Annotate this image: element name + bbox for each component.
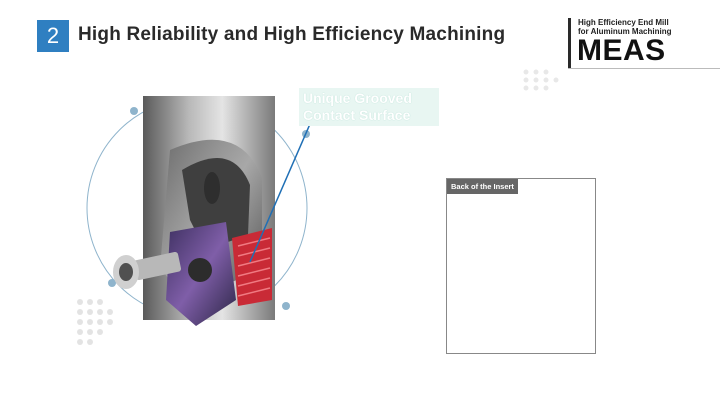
page-title: High Reliability and High Efficiency Mac… bbox=[78, 24, 506, 45]
circle-marker-dot bbox=[108, 279, 116, 287]
decorative-dots bbox=[523, 69, 559, 91]
product-logo: High Efficiency End Mill for Aluminum Ma… bbox=[560, 14, 720, 72]
circle-marker-dot bbox=[130, 107, 138, 115]
section-number-badge: 2 bbox=[37, 20, 69, 52]
grooved-contact-surface bbox=[232, 228, 272, 306]
circle-marker-dot bbox=[282, 302, 290, 310]
logo-product-name: MEAS bbox=[577, 34, 666, 67]
logo-bar bbox=[568, 18, 571, 68]
callout-line2: Contact Surface bbox=[303, 107, 411, 123]
callout-line1: Unique Grooved bbox=[303, 90, 412, 106]
decorative-dots bbox=[77, 299, 113, 345]
grooved-surface-callout: Unique Grooved Contact Surface bbox=[299, 88, 439, 126]
callout-leader-line bbox=[249, 123, 311, 263]
insert-back-label: Back of the Insert bbox=[447, 179, 518, 194]
insert-back-panel: Back of the Insert bbox=[446, 178, 596, 354]
logo-divider bbox=[568, 68, 720, 69]
clamp-screw bbox=[113, 251, 182, 289]
logo-tagline-line2: for Aluminum Machining bbox=[578, 27, 672, 36]
coolant-hole bbox=[204, 172, 220, 204]
logo-tagline-line1: High Efficiency End Mill bbox=[578, 18, 669, 27]
insert-screw-hole bbox=[188, 258, 212, 282]
